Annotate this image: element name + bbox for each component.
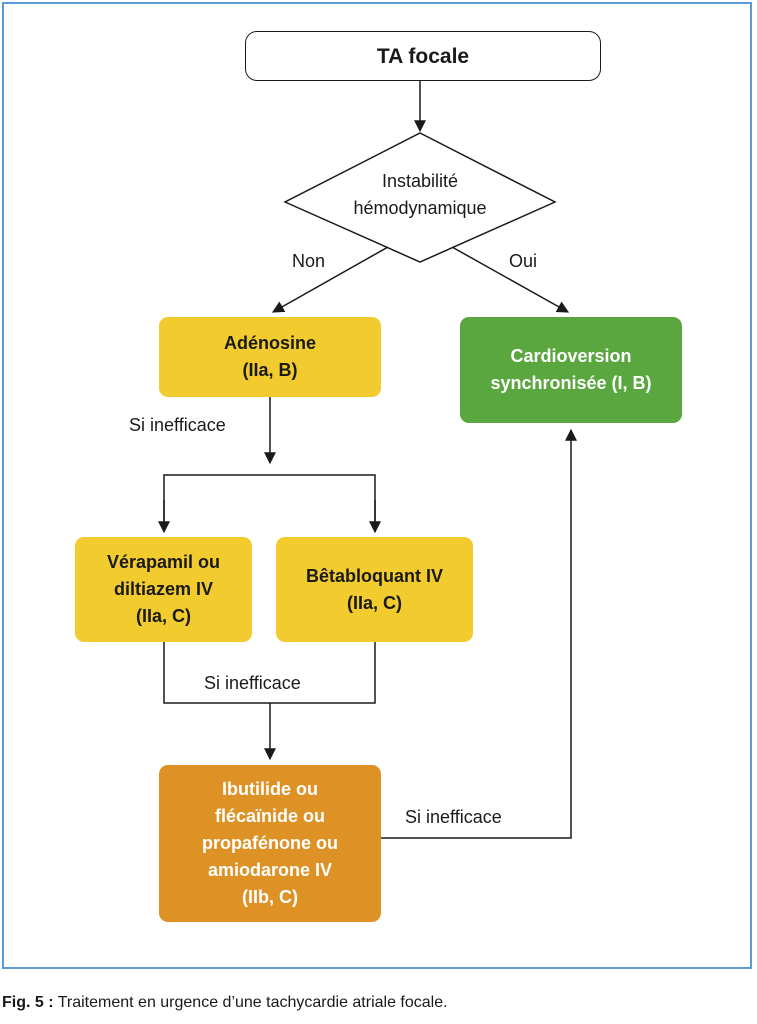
verapamil-node: Vérapamil ou diltiazem IV (IIa, C) [75,537,252,642]
if-ineffective-label-3: Si inefficace [405,807,502,827]
figure-caption: Fig. 5 : Traitement en urgence d’une tac… [2,994,448,1012]
caption-prefix: Fig. 5 : [2,994,54,1011]
cardioversion-node: Cardioversion synchronisée (I, B) [460,317,682,423]
start-node-ta-focale: TA focale [245,31,601,81]
arrow-no-branch [271,246,389,313]
branch-no-label: Non [292,251,326,271]
if-ineffective-label-2: Si inefficace [204,673,301,693]
branch-yes-label: Oui [509,251,538,271]
ibutilide-node: Ibutilide ou flécaïnide ou propafénone o… [159,765,381,922]
betabloquant-node: Bêtabloquant IV (IIa, C) [276,537,473,642]
caption-text: Traitement en urgence d’une tachycardie … [53,994,448,1011]
split-line [163,474,376,521]
if-ineffective-label-1: Si inefficace [129,415,226,435]
arrow-to-cardioversion [381,428,577,839]
decision-diamond [283,132,557,263]
decision-label: Instabilité hémodynamique [353,171,487,218]
adenosine-node: Adénosine (IIa, B) [159,317,381,397]
arrow-yes-branch [451,246,570,313]
